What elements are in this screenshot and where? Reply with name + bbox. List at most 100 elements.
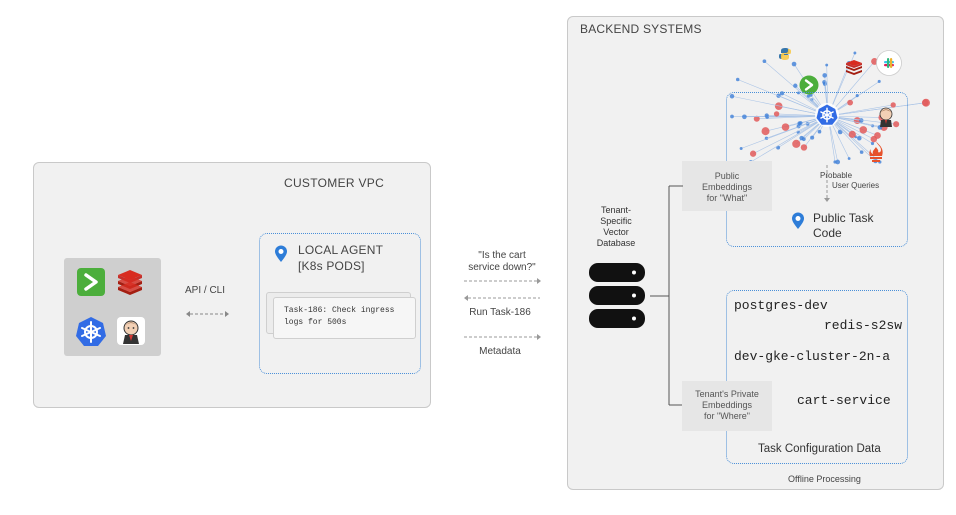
graph-node xyxy=(890,102,896,108)
graph-node xyxy=(822,81,827,86)
task-line-2: logs for 500s xyxy=(284,318,347,327)
agent-title: LOCAL AGENT xyxy=(298,243,384,257)
graph-node xyxy=(922,99,929,106)
api-cli-label: API / CLI xyxy=(184,285,225,296)
graph-node xyxy=(848,130,856,138)
question-line-1: "Is the cart xyxy=(478,250,526,261)
offline-processing-label: Offline Processing xyxy=(788,474,861,484)
db-line-3: Vector xyxy=(603,227,629,237)
public-emb-line-1: Public xyxy=(714,171,740,181)
db-connector xyxy=(650,185,683,406)
private-emb-line-1: Tenant's Private xyxy=(695,389,759,399)
graph-node xyxy=(825,63,829,67)
private-emb-line-2: Embeddings xyxy=(701,400,753,410)
graph-node xyxy=(893,121,900,128)
metadata-arrow xyxy=(464,334,541,340)
database-icon xyxy=(588,262,646,335)
graph-node xyxy=(853,51,857,55)
task-config-box xyxy=(726,290,908,464)
backend-title: BACKEND SYSTEMS xyxy=(580,22,702,36)
graph-node xyxy=(801,137,806,142)
graph-edge xyxy=(827,102,926,117)
python-icon xyxy=(778,47,792,66)
redis-icon xyxy=(116,268,144,296)
graph-node xyxy=(855,94,859,98)
public-embeddings-note: Public Embeddings for "What" xyxy=(682,161,772,211)
kubernetes-node-icon xyxy=(815,103,839,132)
probable-arrow xyxy=(824,165,830,202)
graph-node xyxy=(870,141,875,146)
config-title: Task Configuration Data xyxy=(758,443,881,455)
metadata-label: Metadata xyxy=(479,346,521,357)
terminal-node-icon xyxy=(799,75,819,100)
public-emb-line-3: for "What" xyxy=(706,193,748,203)
private-embeddings-note: Tenant's Private Embeddings for "Where" xyxy=(682,381,772,431)
task-line-1: Task-186: Check ingress xyxy=(284,306,395,315)
graph-node xyxy=(749,150,757,157)
graph-edge xyxy=(741,115,829,149)
private-emb-line-3: for "Where" xyxy=(704,411,750,421)
api-cli-arrow xyxy=(186,311,229,317)
graph-node xyxy=(773,111,780,117)
config-item-redis: redis-s2sw xyxy=(824,318,903,333)
db-label: Tenant- Specific Vector Database xyxy=(583,205,649,249)
graph-node xyxy=(739,146,743,150)
graph-node xyxy=(835,159,841,165)
run-task-label: Run Task-186 xyxy=(469,307,531,318)
graph-node xyxy=(800,144,808,151)
graph-node xyxy=(798,121,803,126)
graph-node xyxy=(859,118,864,123)
question-arrow xyxy=(464,278,541,284)
jenkins-node-icon xyxy=(877,106,895,133)
graph-node xyxy=(781,123,790,131)
kubernetes-icon xyxy=(75,316,107,348)
graph-node xyxy=(793,83,798,88)
graph-node xyxy=(870,135,878,143)
config-item-postgres: postgres-dev xyxy=(734,298,828,313)
agent-pin-icon xyxy=(274,245,288,268)
graph-edge xyxy=(752,115,829,154)
run-task-arrow xyxy=(464,295,540,301)
terminal-icon xyxy=(77,268,105,296)
graph-edge xyxy=(737,79,829,117)
config-item-cluster: dev-gke-cluster-2n-a xyxy=(734,349,891,364)
graph-node xyxy=(806,94,810,98)
graph-node xyxy=(847,157,851,160)
prometheus-icon xyxy=(866,140,886,167)
graph-edge xyxy=(750,115,829,163)
agent-subtitle: [K8s PODS] xyxy=(298,259,365,273)
db-line-2: Specific xyxy=(600,216,632,226)
graph-node xyxy=(877,79,881,83)
graph-node xyxy=(762,59,767,64)
graph-node xyxy=(822,73,827,78)
graph-node xyxy=(764,113,769,118)
graph-edge xyxy=(764,60,829,117)
graph-node xyxy=(776,145,781,150)
probable-line-2: User Queries xyxy=(832,181,880,190)
graph-node xyxy=(792,139,801,148)
graph-node xyxy=(753,115,760,122)
local-agent-box xyxy=(259,233,421,374)
graph-node xyxy=(810,135,815,140)
jenkins-icon xyxy=(117,317,145,345)
public-task-line-1: Public Task xyxy=(813,211,874,225)
graph-node xyxy=(847,99,854,106)
public-task-line-2: Code xyxy=(813,226,842,240)
public-task-pin-icon xyxy=(791,212,805,235)
graph-node xyxy=(817,129,822,134)
graph-edge xyxy=(827,115,876,162)
graph-node xyxy=(735,77,740,82)
graph-node xyxy=(730,114,734,119)
graph-edge xyxy=(731,95,829,117)
task-card xyxy=(273,297,416,339)
question-line-2: service down?" xyxy=(468,262,536,273)
slack-icon xyxy=(876,50,902,81)
redis-node-icon xyxy=(845,58,863,81)
customer-vpc-title: CUSTOMER VPC xyxy=(284,176,385,190)
graph-node xyxy=(774,102,783,111)
graph-node xyxy=(791,61,797,67)
graph-node xyxy=(857,135,862,141)
graph-node xyxy=(859,150,864,154)
graph-node xyxy=(761,127,770,136)
db-line-1: Tenant- xyxy=(600,205,632,215)
